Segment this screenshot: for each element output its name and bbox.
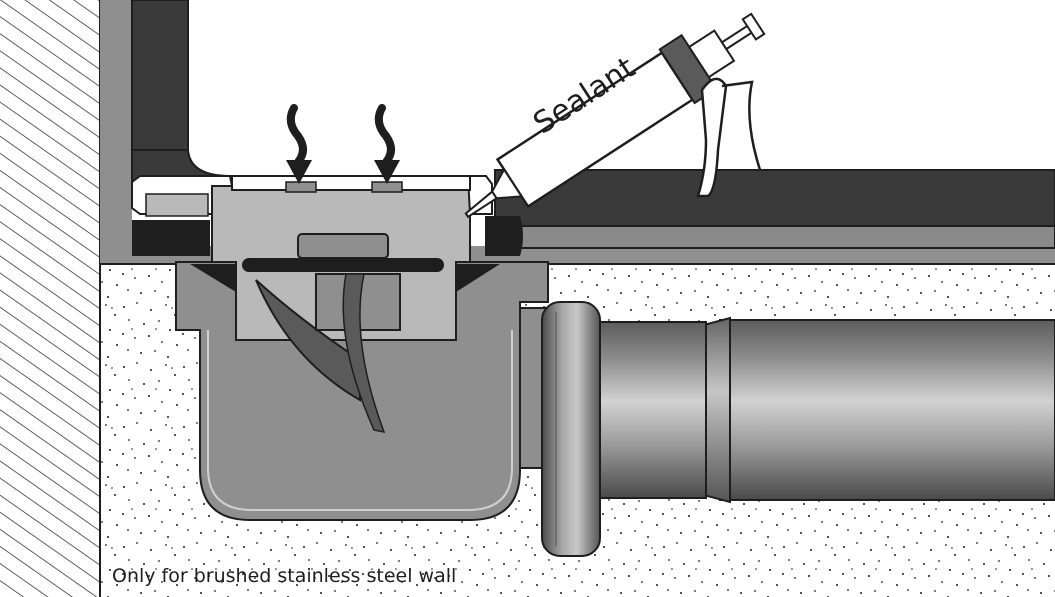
membrane-left: [132, 220, 210, 256]
wall-hatched: [0, 0, 100, 597]
drain-pipe: [719, 319, 1055, 501]
insert-cap: [297, 233, 389, 259]
clamp-left: [190, 264, 236, 292]
trap-flap: [255, 279, 361, 402]
sealing-ring: [242, 258, 444, 272]
trap-spring: [342, 273, 386, 433]
sealant-gun: [464, 12, 766, 219]
flange-insert-left: [145, 193, 209, 217]
press-arrow-right: [374, 104, 400, 184]
drain-grate: [231, 175, 471, 191]
sealant-nozzle: [464, 190, 498, 219]
clamp-right: [456, 264, 500, 292]
press-arrow-left: [286, 104, 312, 184]
gun-handle: [696, 77, 728, 198]
drain-body-inner-line: [207, 330, 513, 511]
pipe-sleeve: [595, 321, 707, 499]
diagram-caption: Only for brushed stainless steel wall: [112, 565, 457, 587]
wall-tile: [131, 0, 189, 151]
pipe-coupler: [541, 301, 601, 557]
wall-cladding: [100, 0, 132, 262]
floor-tile: [494, 169, 1055, 227]
membrane-right: [485, 216, 523, 256]
tile-adhesive-layer: [494, 225, 1055, 249]
grate-slot-left: [285, 181, 317, 193]
gun-trigger: [721, 80, 762, 171]
